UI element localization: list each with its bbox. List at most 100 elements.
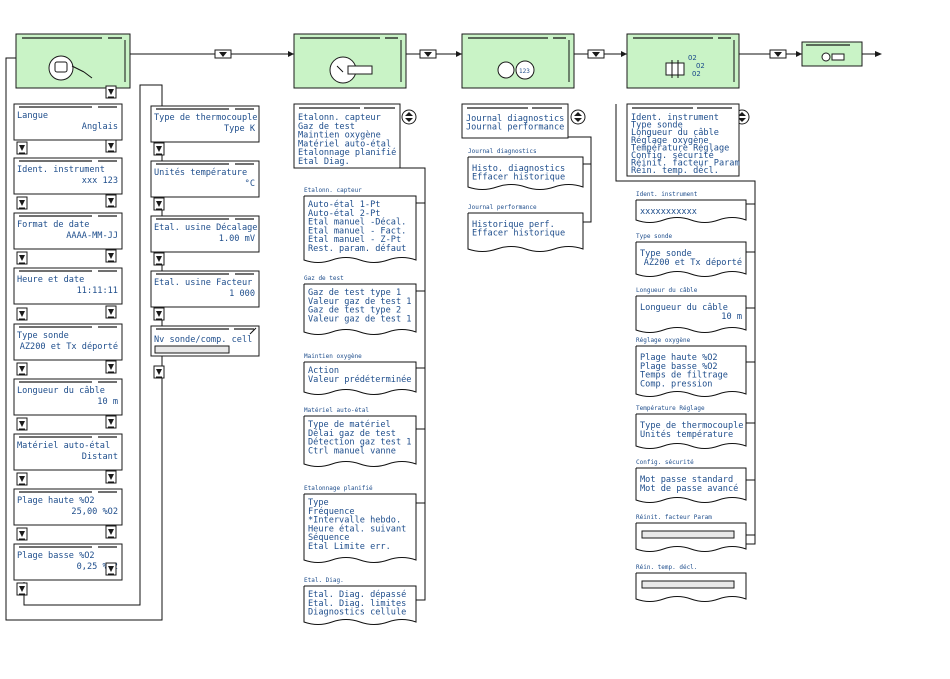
calibration-probe-icon bbox=[329, 56, 373, 84]
next-arrow-icon[interactable] bbox=[16, 527, 28, 541]
menu-item: Gaz de test bbox=[298, 122, 355, 132]
parameter-value: 10 m bbox=[97, 397, 118, 407]
scroll-updown-icon[interactable] bbox=[570, 109, 586, 125]
nav-down-button[interactable] bbox=[587, 49, 605, 59]
next-arrow-icon[interactable] bbox=[105, 360, 117, 374]
submenu-item: Histo. diagnostics bbox=[472, 164, 565, 174]
submenu-item: Gaz de test type 1 bbox=[308, 288, 401, 298]
parameter-screen[interactable]: Unités température°C bbox=[150, 160, 260, 198]
nav-down-button[interactable] bbox=[769, 49, 787, 59]
next-arrow-icon[interactable] bbox=[153, 142, 165, 156]
next-arrow-icon[interactable] bbox=[105, 249, 117, 263]
submenu-item: Type de matériel bbox=[308, 419, 391, 430]
submenu-item: AZ200 et Tx déporté bbox=[644, 257, 742, 268]
next-arrow-icon[interactable] bbox=[16, 362, 28, 376]
next-arrow-icon[interactable] bbox=[16, 472, 28, 486]
next-arrow-icon[interactable] bbox=[105, 139, 117, 153]
nav-down-button[interactable] bbox=[419, 49, 437, 59]
menu-item: Journal performance bbox=[466, 123, 564, 133]
submenu-item: Fréquence bbox=[308, 506, 355, 517]
submenu-item: Heure étal. suivant bbox=[308, 523, 406, 534]
parameter-label: Heure et date bbox=[17, 275, 84, 285]
submenu-item: Plage basse %O2 bbox=[640, 362, 718, 372]
next-arrow-icon[interactable] bbox=[16, 417, 28, 431]
submenu-panel[interactable]: Réinit. facteur Param bbox=[635, 514, 747, 552]
parameter-value: 1.00 mV bbox=[219, 234, 255, 244]
submenu-panel[interactable]: Réin. temp. décl. bbox=[635, 564, 747, 602]
input-field[interactable] bbox=[154, 345, 230, 354]
submenu-panel[interactable]: Etalonnage planifiéTypeFréquence*Interva… bbox=[303, 485, 417, 563]
next-arrow-icon[interactable] bbox=[105, 305, 117, 319]
next-arrow-icon[interactable] bbox=[105, 85, 117, 99]
submenu-item: Unités température bbox=[640, 429, 733, 440]
menu-item: Etalonn. capteur bbox=[298, 113, 381, 123]
submenu-item: Comp. pression bbox=[640, 379, 712, 389]
monitor-screen-sensor-setup[interactable]: O2 O2 O2 bbox=[626, 33, 740, 89]
submenu-title: Config. sécurité bbox=[636, 459, 694, 466]
monitor-screen-journals[interactable]: 123 bbox=[461, 33, 575, 89]
next-arrow-icon[interactable] bbox=[105, 194, 117, 208]
next-arrow-icon[interactable] bbox=[105, 525, 117, 539]
submenu-item: Délai gaz de test bbox=[308, 428, 396, 439]
monitor-screen-last[interactable] bbox=[801, 41, 863, 67]
scroll-updown-icon[interactable] bbox=[401, 109, 417, 125]
submenu-item: Mot de passe avancé bbox=[640, 483, 738, 494]
submenu-title: Maintien oxygène bbox=[304, 353, 362, 360]
monitor-screen-calibration[interactable] bbox=[293, 33, 407, 89]
next-arrow-icon[interactable] bbox=[16, 251, 28, 265]
monitor-screen-main[interactable] bbox=[15, 33, 131, 89]
next-arrow-icon[interactable] bbox=[16, 582, 28, 596]
menu-item: Etalonnage planifié bbox=[298, 147, 396, 158]
next-arrow-icon[interactable] bbox=[105, 470, 117, 484]
menu-item: Réglage oxygène bbox=[631, 135, 709, 146]
parameter-screen[interactable]: Plage basse %O20,25 %O2 bbox=[13, 543, 123, 581]
next-arrow-icon[interactable] bbox=[105, 415, 117, 429]
parameter-label: Longueur du câble bbox=[17, 386, 105, 396]
next-arrow-icon[interactable] bbox=[105, 562, 117, 576]
next-arrow-icon[interactable] bbox=[16, 307, 28, 321]
parameter-value: xxx 123 bbox=[82, 176, 118, 186]
parameter-label: Plage basse %O2 bbox=[17, 551, 95, 561]
submenu-item: Gaz de test type 2 bbox=[308, 306, 401, 316]
next-arrow-icon[interactable] bbox=[153, 307, 165, 321]
next-arrow-icon[interactable] bbox=[153, 365, 165, 379]
next-arrow-icon[interactable] bbox=[16, 141, 28, 155]
next-arrow-icon[interactable] bbox=[16, 196, 28, 210]
parameter-screen[interactable]: Nv sonde/comp. cell bbox=[150, 325, 260, 357]
nav-down-button[interactable] bbox=[214, 49, 232, 59]
edit-pencil-icon[interactable] bbox=[249, 327, 257, 335]
next-arrow-icon[interactable] bbox=[153, 197, 165, 211]
next-arrow-icon[interactable] bbox=[153, 252, 165, 266]
